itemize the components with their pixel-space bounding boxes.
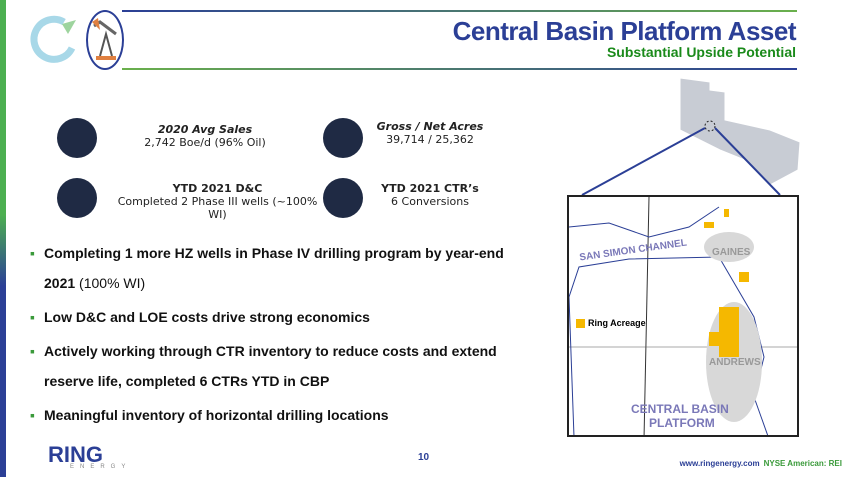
page-subtitle: Substantial Upside Potential	[606, 44, 796, 60]
bullet-list: Completing 1 more HZ wells in Phase IV d…	[30, 238, 530, 434]
logo-subtext: ENERGY	[70, 464, 132, 470]
bullet-item: Completing 1 more HZ wells in Phase IV d…	[30, 238, 530, 298]
map-shapes	[569, 197, 797, 435]
page-title: Central Basin Platform Asset	[452, 16, 797, 46]
ring-logo-arrow-icon	[30, 15, 76, 63]
label-andrews: ANDREWS	[709, 357, 761, 368]
page-number: 10	[418, 452, 430, 463]
logo-text: RING	[48, 442, 103, 467]
pump-jack-icon	[323, 178, 363, 218]
oil-barrel-icon	[57, 118, 97, 158]
bullet-item: Low D&C and LOE costs drive strong econo…	[30, 302, 530, 332]
map-pin-icon	[323, 118, 363, 158]
legend-label: Ring Acreage	[588, 318, 646, 328]
header-line-top	[122, 10, 797, 12]
legend-swatch	[576, 318, 585, 328]
accent-bar	[0, 0, 6, 477]
bullet-item: Actively working through CTR inventory t…	[30, 336, 530, 396]
map-legend: Ring Acreage	[576, 318, 646, 328]
acreage-map: SAN SIMON CHANNEL GAINES ANDREWS CENTRAL…	[567, 195, 799, 437]
drilling-rig-icon	[57, 178, 97, 218]
label-gaines: GAINES	[712, 247, 751, 258]
header-line-bottom	[122, 68, 797, 70]
label-platform: PLATFORM	[649, 416, 715, 430]
label-central-basin: CENTRAL BASIN	[631, 402, 729, 416]
texas-map-icon	[581, 77, 801, 196]
bullet-item: Meaningful inventory of horizontal drill…	[30, 400, 530, 430]
pump-jack-icon	[86, 10, 124, 70]
